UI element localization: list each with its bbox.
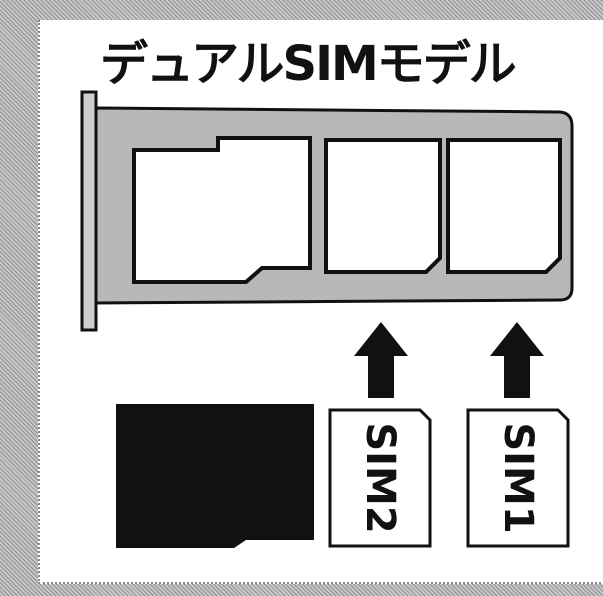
microsd-card-icon bbox=[116, 404, 314, 548]
sim-card-icon bbox=[328, 408, 432, 548]
model-title: デュアルSIMモデル bbox=[100, 36, 517, 92]
tray-end-plate bbox=[80, 90, 98, 332]
arrow-up-icon bbox=[490, 322, 544, 398]
sim-card-icon bbox=[466, 408, 570, 548]
sim2-slot bbox=[324, 138, 442, 274]
microsd-slot bbox=[132, 136, 312, 284]
sim2-label: SIM2 bbox=[357, 422, 403, 534]
sim1-slot bbox=[446, 138, 562, 274]
arrow-up-icon bbox=[354, 322, 408, 398]
sim1-label: SIM1 bbox=[495, 422, 541, 534]
